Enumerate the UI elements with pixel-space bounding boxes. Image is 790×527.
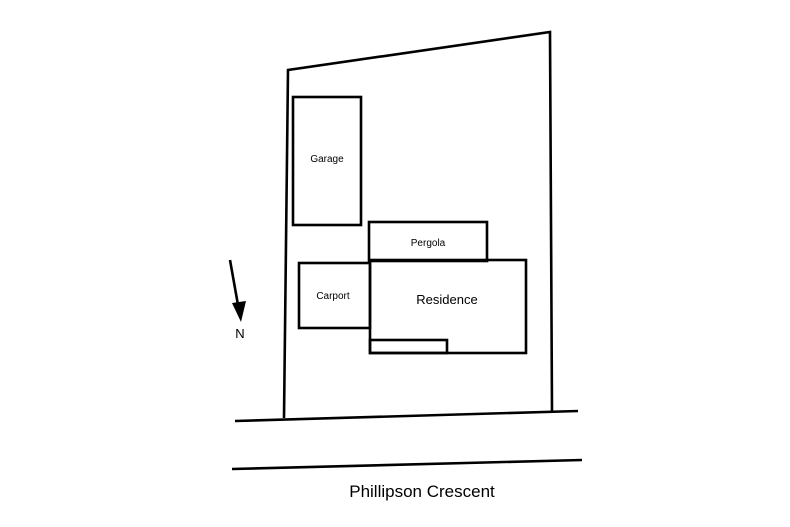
north-arrow-head xyxy=(232,301,246,322)
garage-label: Garage xyxy=(310,154,344,165)
carport-label: Carport xyxy=(316,291,350,302)
pergola-label: Pergola xyxy=(411,238,446,249)
street-kerb-line xyxy=(231,458,583,471)
lot-boundary xyxy=(282,30,554,419)
street-name-label: Phillipson Crescent xyxy=(349,482,495,501)
residence-label: Residence xyxy=(416,292,477,307)
front-boundary-line xyxy=(234,409,579,423)
north-label: N xyxy=(235,326,244,341)
north-arrow-shaft xyxy=(228,259,240,306)
north-arrow: N xyxy=(228,259,246,341)
residence-annex-outline xyxy=(368,338,449,355)
garage-outline xyxy=(291,95,363,227)
